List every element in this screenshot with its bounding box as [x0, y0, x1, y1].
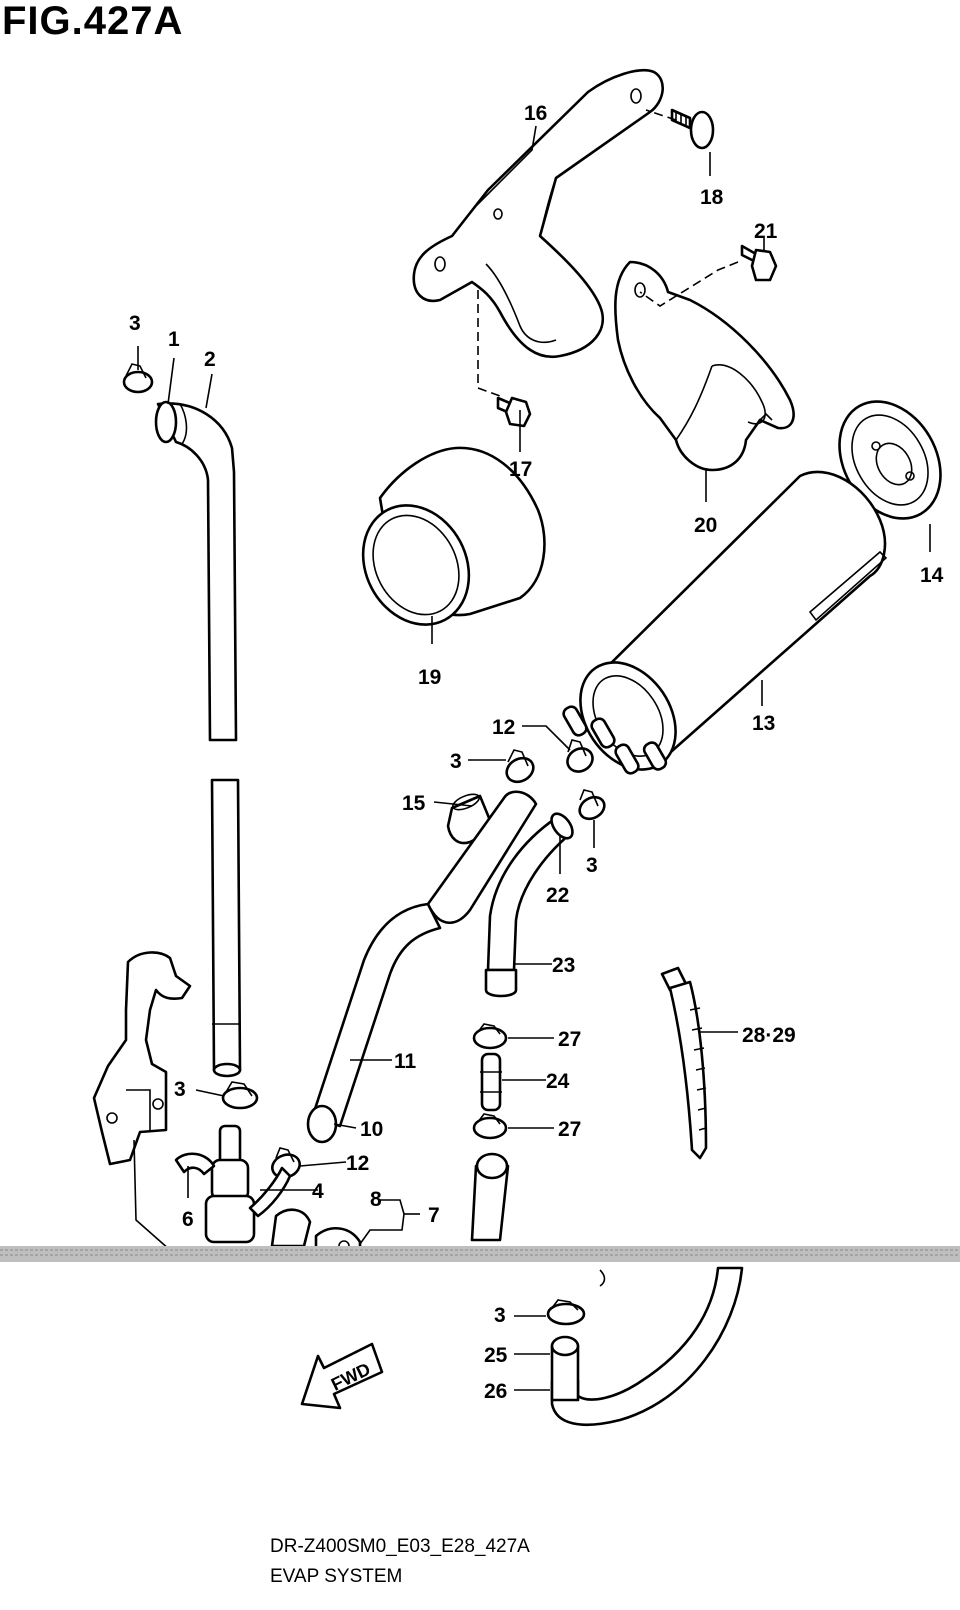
- callout-labels: 3 1 2 16 18 21 17 20 14 19 13 12 3 15 3 …: [129, 102, 944, 1403]
- part-19-cap: [361, 446, 546, 626]
- callout-8: 8: [370, 1188, 382, 1211]
- callout-25: 25: [484, 1344, 508, 1367]
- part-18-bolt: [670, 108, 715, 150]
- callout-3: 3: [174, 1078, 186, 1101]
- part-20-holder: [614, 260, 795, 472]
- callout-3: 3: [494, 1304, 506, 1327]
- callout-27: 27: [558, 1118, 581, 1141]
- part-21-bolt: [740, 244, 778, 282]
- part-6-clip: [174, 1152, 216, 1176]
- part-14-cap: [838, 400, 942, 520]
- callout-17: 17: [509, 458, 532, 481]
- clamp-3-lower: [221, 1081, 259, 1110]
- callout-3: 3: [129, 312, 141, 335]
- callout-28-29: 28·29: [742, 1024, 796, 1047]
- callout-1: 1: [168, 328, 180, 351]
- clamp-3-top: [122, 363, 154, 394]
- part-24-joint: [480, 1052, 502, 1112]
- callout-4: 4: [312, 1180, 324, 1203]
- part-13-canister: [562, 470, 888, 775]
- scan-band: [0, 1246, 960, 1262]
- callout-11: 11: [394, 1050, 417, 1073]
- callout-16: 16: [524, 102, 547, 125]
- callout-23: 23: [552, 954, 575, 977]
- callout-21: 21: [754, 220, 778, 243]
- part-17-bolt: [496, 396, 532, 428]
- part-4-valve: [204, 1124, 292, 1244]
- fwd-arrow-icon: FWD: [300, 1342, 384, 1410]
- part-11-hose: [306, 790, 538, 1144]
- callout-27: 27: [558, 1028, 581, 1051]
- callout-3: 3: [586, 854, 598, 877]
- clamp-27-upper: [472, 1023, 508, 1050]
- callout-19: 19: [418, 666, 441, 689]
- callout-12: 12: [492, 716, 515, 739]
- part-28-29-tie: [660, 966, 708, 1160]
- callout-18: 18: [700, 186, 724, 209]
- part-22-23-hose: [484, 812, 574, 998]
- callout-14: 14: [920, 564, 944, 587]
- clamp-27-lower: [472, 1113, 508, 1140]
- callout-13: 13: [752, 712, 775, 735]
- callout-6: 6: [182, 1208, 194, 1231]
- callout-7: 7: [428, 1204, 440, 1227]
- callout-15: 15: [402, 792, 426, 815]
- callout-2: 2: [204, 348, 216, 371]
- assembly-lines: [477, 109, 739, 397]
- diagram-code: DR-Z400SM0_E03_E28_427A: [270, 1536, 530, 1557]
- clamp-3-mid: [505, 749, 535, 784]
- part-16-bracket: [412, 68, 664, 359]
- leader-lines: [137, 125, 931, 1391]
- part-left-bracket: [92, 951, 192, 1251]
- callout-3: 3: [450, 750, 462, 773]
- part-1-2-hose: [154, 400, 242, 1078]
- callout-10: 10: [360, 1118, 383, 1141]
- clamp-3-right: [578, 789, 606, 821]
- callout-26: 26: [484, 1380, 507, 1403]
- callout-24: 24: [546, 1070, 570, 1093]
- system-name: EVAP SYSTEM: [270, 1566, 402, 1587]
- callout-20: 20: [694, 514, 717, 537]
- callout-22: 22: [546, 884, 569, 907]
- clamp-12-canister: [566, 739, 594, 773]
- figure-title: FIG.427A: [2, 0, 183, 43]
- clamp-3-bottom: [546, 1299, 586, 1326]
- part-lower-hose: [470, 1152, 510, 1242]
- part-below-hose: [550, 1266, 744, 1427]
- callout-12: 12: [346, 1152, 369, 1175]
